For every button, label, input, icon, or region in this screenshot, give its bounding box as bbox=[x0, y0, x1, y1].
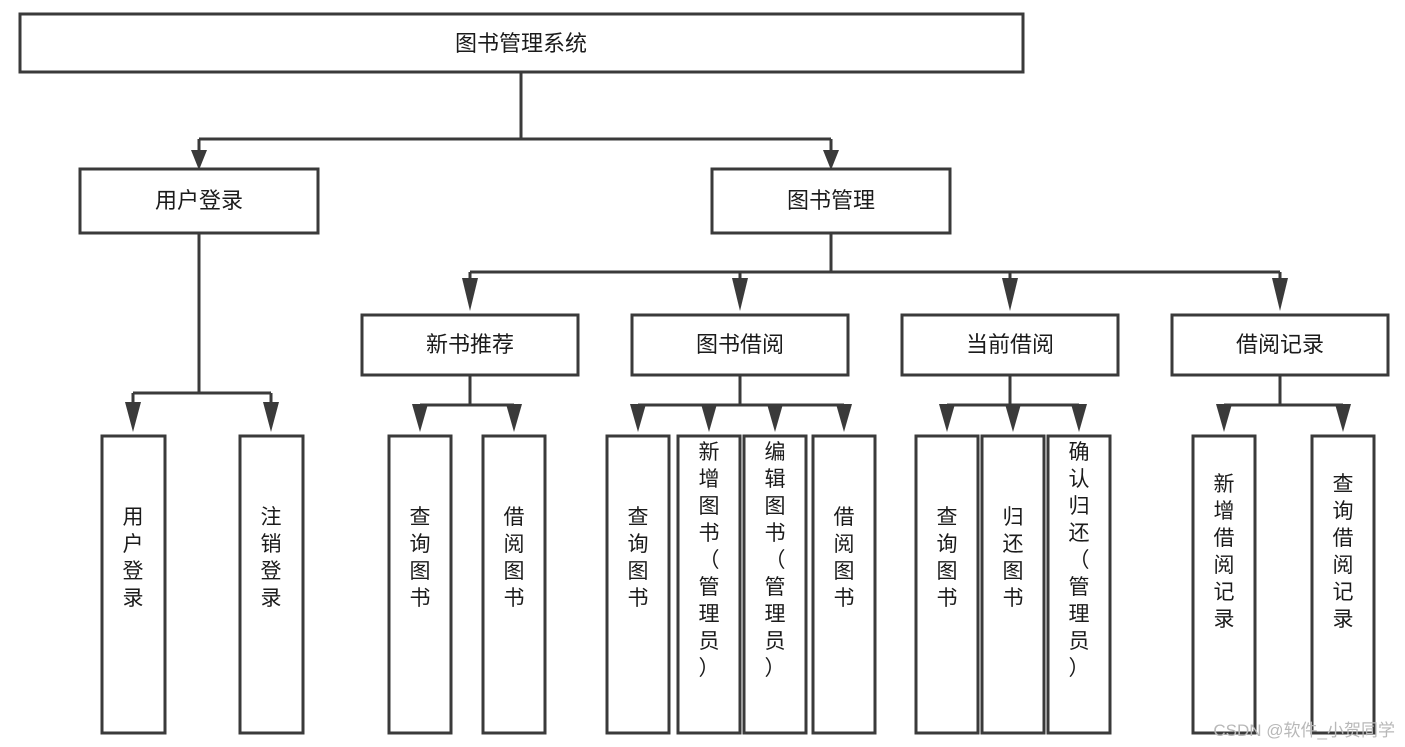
leaf-logout[interactable]: 注销登录 bbox=[238, 434, 305, 735]
node-root-label: 图书管理系统 bbox=[455, 31, 587, 56]
connectors-book-borrow-to-leaves bbox=[630, 375, 852, 432]
arrow-to-leaf-borrow-book-2 bbox=[836, 404, 852, 432]
leaf-edit-book-box bbox=[742, 434, 808, 735]
leaf-query-book-current-label: 查询图书 bbox=[937, 506, 958, 610]
leaf-user-login-label: 用户登录 bbox=[123, 506, 144, 610]
arrow-to-leaf-query-book-3 bbox=[939, 404, 955, 432]
leaf-return-book-label: 归还图书 bbox=[1003, 506, 1024, 610]
leaf-add-borrow-record-label: 新增借阅记录 bbox=[1214, 473, 1235, 631]
node-borrow-record-box bbox=[1170, 313, 1390, 377]
connector-new-book-branch bbox=[418, 375, 516, 414]
leaf-add-borrow-record-box bbox=[1191, 434, 1257, 735]
leaf-query-book-current[interactable]: 查询图书 bbox=[914, 434, 980, 735]
node-user-login-label: 用户登录 bbox=[155, 188, 243, 213]
leaf-confirm-return-label: 确认归还（管理员） bbox=[1069, 441, 1090, 680]
connector-user-login-branch bbox=[131, 233, 273, 414]
leaf-borrow-book-box bbox=[811, 434, 877, 735]
node-book-management[interactable]: 图书管理 bbox=[710, 167, 952, 235]
node-user-login[interactable]: 用户登录 bbox=[78, 167, 320, 235]
leaf-borrow-book[interactable]: 借阅图书 bbox=[811, 434, 877, 735]
leaf-borrow-book-label: 借阅图书 bbox=[834, 506, 855, 610]
arrow-to-leaf-edit-book bbox=[767, 404, 783, 432]
leaf-confirm-return[interactable]: 确认归还（管理员） bbox=[1046, 434, 1112, 735]
arrow-to-leaf-add-book bbox=[701, 404, 717, 432]
leaf-query-book-recommend[interactable]: 查询图书 bbox=[387, 434, 453, 735]
node-new-book-recommend-label: 新书推荐 bbox=[426, 332, 514, 357]
arrow-to-leaf-logout bbox=[263, 402, 279, 432]
arrow-to-leaf-query-book-2 bbox=[630, 404, 646, 432]
leaf-borrow-book-recommend-label: 借阅图书 bbox=[504, 506, 525, 610]
arrow-to-new-book-recommend bbox=[462, 278, 478, 311]
leaf-query-borrow-record-label: 查询借阅记录 bbox=[1333, 473, 1354, 631]
node-borrow-record-label: 借阅记录 bbox=[1236, 332, 1324, 357]
leaf-query-borrow-record-box bbox=[1310, 434, 1376, 735]
leaf-query-borrow-record[interactable]: 查询借阅记录 bbox=[1310, 434, 1376, 735]
node-book-management-box bbox=[710, 167, 952, 235]
arrow-to-leaf-query-book-1 bbox=[412, 404, 428, 432]
arrow-to-borrow-record bbox=[1272, 278, 1288, 311]
arrow-to-leaf-user-login bbox=[125, 402, 141, 432]
node-root-book-management-system[interactable]: 图书管理系统 bbox=[18, 12, 1025, 74]
node-book-borrow[interactable]: 图书借阅 bbox=[630, 313, 850, 377]
leaf-add-book-label: 新增图书（管理员） bbox=[699, 441, 720, 680]
node-book-management-label: 图书管理 bbox=[787, 188, 875, 213]
connectors-borrow-record-to-leaves bbox=[1216, 375, 1351, 432]
connector-borrow-record-branch bbox=[1222, 375, 1345, 414]
leaf-user-login[interactable]: 用户登录 bbox=[100, 434, 167, 735]
leaf-query-book-current-box bbox=[914, 434, 980, 735]
arrow-to-leaf-borrow-book-1 bbox=[506, 404, 522, 432]
arrow-to-book-manage bbox=[823, 150, 839, 170]
leaf-user-login-box bbox=[100, 434, 167, 735]
node-user-login-box bbox=[78, 167, 320, 235]
leaf-add-book-box bbox=[676, 434, 742, 735]
arrow-to-user-login bbox=[191, 150, 207, 170]
leaf-query-book-borrow[interactable]: 查询图书 bbox=[605, 434, 671, 735]
leaf-query-book-recommend-box bbox=[387, 434, 453, 735]
connector-book-borrow-branch bbox=[636, 375, 846, 414]
node-current-borrow-box bbox=[900, 313, 1120, 377]
connectors-current-borrow-to-leaves bbox=[939, 375, 1087, 432]
connector-root-branch bbox=[197, 72, 833, 164]
node-new-book-recommend-box bbox=[360, 313, 580, 377]
arrow-to-book-borrow bbox=[732, 278, 748, 311]
leaf-edit-book-label: 编辑图书（管理员） bbox=[765, 441, 786, 680]
leaf-query-book-borrow-box bbox=[605, 434, 671, 735]
leaf-return-book-box bbox=[980, 434, 1046, 735]
leaf-edit-book[interactable]: 编辑图书（管理员） bbox=[742, 434, 808, 735]
arrow-to-leaf-confirm-return bbox=[1071, 404, 1087, 432]
leaf-query-book-borrow-label: 查询图书 bbox=[628, 506, 649, 610]
connectors-new-book-recommend-to-leaves bbox=[412, 375, 522, 432]
node-borrow-record[interactable]: 借阅记录 bbox=[1170, 313, 1390, 377]
node-root-box bbox=[18, 12, 1025, 74]
leaf-logout-label: 注销登录 bbox=[261, 506, 282, 610]
node-current-borrow[interactable]: 当前借阅 bbox=[900, 313, 1120, 377]
leaf-add-book[interactable]: 新增图书（管理员） bbox=[676, 434, 742, 735]
leaf-borrow-book-recommend[interactable]: 借阅图书 bbox=[481, 434, 547, 735]
leaf-return-book[interactable]: 归还图书 bbox=[980, 434, 1046, 735]
connectors-root-to-level2 bbox=[191, 72, 839, 170]
node-book-borrow-label: 图书借阅 bbox=[696, 332, 784, 357]
arrow-to-current-borrow bbox=[1002, 278, 1018, 311]
leaf-borrow-book-recommend-box bbox=[481, 434, 547, 735]
node-new-book-recommend[interactable]: 新书推荐 bbox=[360, 313, 580, 377]
leaf-add-borrow-record[interactable]: 新增借阅记录 bbox=[1191, 434, 1257, 735]
leaf-logout-box bbox=[238, 434, 305, 735]
connectors-book-manage-to-level3 bbox=[462, 233, 1288, 311]
arrow-to-leaf-query-record bbox=[1335, 404, 1351, 432]
leaf-confirm-return-box bbox=[1046, 434, 1112, 735]
arrow-to-leaf-add-record bbox=[1216, 404, 1232, 432]
connectors-user-login-to-leaves bbox=[125, 233, 279, 432]
connector-book-manage-branch bbox=[468, 233, 1282, 288]
node-current-borrow-label: 当前借阅 bbox=[966, 332, 1054, 357]
arrow-to-leaf-return-book bbox=[1005, 404, 1021, 432]
node-book-borrow-box bbox=[630, 313, 850, 377]
leaf-query-book-recommend-label: 查询图书 bbox=[410, 506, 431, 610]
